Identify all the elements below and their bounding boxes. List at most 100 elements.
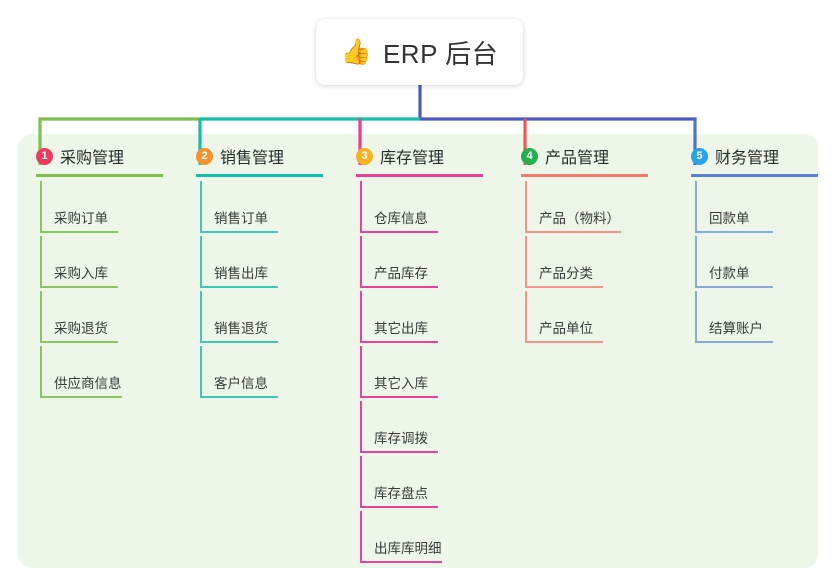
leaf-connector <box>695 291 697 343</box>
leaf-connector <box>525 181 527 233</box>
leaf-connector <box>40 346 42 398</box>
branch-header-1[interactable]: 1 采购管理 <box>18 134 178 178</box>
leaf-connector <box>525 291 527 343</box>
leaf-underline <box>695 341 773 343</box>
branch-header-5[interactable]: 5 财务管理 <box>673 134 833 178</box>
leaf-item[interactable]: 客户信息 <box>178 346 338 401</box>
leaf-item[interactable]: 其它入库 <box>338 346 498 401</box>
leaf-label: 其它出库 <box>374 321 428 336</box>
branch-underline-3 <box>356 174 483 177</box>
branch-underline-2 <box>196 174 323 177</box>
branch-header-2[interactable]: 2 销售管理 <box>178 134 338 178</box>
branch-panel <box>18 134 818 568</box>
branch-title-4: 产品管理 <box>545 150 610 167</box>
leaf-underline <box>360 561 442 563</box>
leaf-item[interactable]: 采购订单 <box>18 181 178 236</box>
branch-badge-1: 1 <box>36 147 53 165</box>
leaf-item[interactable]: 产品单位 <box>503 291 663 346</box>
leaf-item[interactable]: 库存调拨 <box>338 401 498 456</box>
leaf-item[interactable]: 销售出库 <box>178 236 338 291</box>
leaf-label: 结算账户 <box>709 321 763 336</box>
branch-column-2: 2 销售管理销售订单销售出库销售退货客户信息 <box>178 134 338 401</box>
branch-title-3: 库存管理 <box>380 150 445 167</box>
leaf-item[interactable]: 产品库存 <box>338 236 498 291</box>
leaf-item[interactable]: 回款单 <box>673 181 833 236</box>
leaf-label: 采购订单 <box>54 211 108 226</box>
leaf-label: 供应商信息 <box>54 376 122 391</box>
leaf-connector <box>525 236 527 288</box>
leaf-item[interactable]: 采购退货 <box>18 291 178 346</box>
leaf-underline <box>695 286 773 288</box>
leaf-underline <box>360 231 438 233</box>
leaf-label: 产品（物料） <box>539 211 620 226</box>
leaf-connector <box>40 291 42 343</box>
leaf-underline <box>360 451 438 453</box>
leaf-label: 产品单位 <box>539 321 593 336</box>
leaf-item[interactable]: 销售退货 <box>178 291 338 346</box>
leaf-connector <box>200 346 202 398</box>
leaf-item[interactable]: 采购入库 <box>18 236 178 291</box>
branch-underline-5 <box>691 174 818 177</box>
leaf-label: 回款单 <box>709 211 750 226</box>
leaf-label: 销售出库 <box>214 266 268 281</box>
branch-title-5: 财务管理 <box>715 150 780 167</box>
leaf-label: 库存调拨 <box>374 431 428 446</box>
leaf-item[interactable]: 出库库明细 <box>338 511 498 566</box>
leaf-item[interactable]: 付款单 <box>673 236 833 291</box>
branch-column-1: 1 采购管理采购订单采购入库采购退货供应商信息 <box>18 134 178 401</box>
branch-underline-1 <box>36 174 163 177</box>
branch-title-2: 销售管理 <box>220 150 285 167</box>
branch-badge-5: 5 <box>691 147 708 165</box>
leaf-item[interactable]: 供应商信息 <box>18 346 178 401</box>
leaf-underline <box>360 506 438 508</box>
leaf-underline <box>40 396 122 398</box>
leaf-label: 销售退货 <box>214 321 268 336</box>
root-node-title: ERP 后台 <box>382 38 499 69</box>
branch-badge-4: 4 <box>521 147 538 165</box>
leaf-item[interactable]: 产品（物料） <box>503 181 663 236</box>
leaf-underline <box>200 286 278 288</box>
leaf-list-1: 采购订单采购入库采购退货供应商信息 <box>18 181 178 401</box>
leaf-item[interactable]: 销售订单 <box>178 181 338 236</box>
leaf-underline <box>525 286 603 288</box>
leaf-connector <box>360 346 362 398</box>
leaf-connector <box>40 181 42 233</box>
leaf-item[interactable]: 结算账户 <box>673 291 833 346</box>
leaf-connector <box>40 236 42 288</box>
leaf-item[interactable]: 仓库信息 <box>338 181 498 236</box>
leaf-underline <box>200 396 278 398</box>
leaf-label: 付款单 <box>709 266 750 281</box>
branch-column-5: 5 财务管理回款单付款单结算账户 <box>673 134 833 346</box>
leaf-item[interactable]: 其它出库 <box>338 291 498 346</box>
leaf-label: 出库库明细 <box>374 541 442 556</box>
leaf-item[interactable]: 库存盘点 <box>338 456 498 511</box>
leaf-label: 仓库信息 <box>374 211 428 226</box>
branch-title-1: 采购管理 <box>60 150 125 167</box>
branch-header-4[interactable]: 4 产品管理 <box>503 134 663 178</box>
leaf-connector <box>695 181 697 233</box>
branch-badge-3: 3 <box>356 147 373 165</box>
leaf-label: 采购退货 <box>54 321 108 336</box>
leaf-list-4: 产品（物料） 产品分类产品单位 <box>503 181 663 346</box>
branch-underline-4 <box>521 174 648 177</box>
root-node-content: 👍 ERP 后台 <box>341 34 498 71</box>
leaf-underline <box>360 396 438 398</box>
branch-badge-2: 2 <box>196 147 213 165</box>
leaf-underline <box>525 231 621 233</box>
branch-header-3[interactable]: 3 库存管理 <box>338 134 498 178</box>
root-node-card[interactable]: 👍 ERP 后台 <box>316 19 523 85</box>
leaf-item[interactable]: 产品分类 <box>503 236 663 291</box>
leaf-connector <box>200 181 202 233</box>
leaf-label: 产品分类 <box>539 266 593 281</box>
leaf-underline <box>360 286 438 288</box>
leaf-label: 采购入库 <box>54 266 108 281</box>
leaf-label: 其它入库 <box>374 376 428 391</box>
leaf-label: 产品库存 <box>374 266 428 281</box>
leaf-list-2: 销售订单销售出库销售退货客户信息 <box>178 181 338 401</box>
leaf-label: 销售订单 <box>214 211 268 226</box>
branch-column-3: 3 库存管理仓库信息产品库存其它出库其它入库库存调拨库存盘点出库库明细 <box>338 134 498 566</box>
leaf-connector <box>360 401 362 453</box>
leaf-underline <box>695 231 773 233</box>
leaf-label: 客户信息 <box>214 376 268 391</box>
